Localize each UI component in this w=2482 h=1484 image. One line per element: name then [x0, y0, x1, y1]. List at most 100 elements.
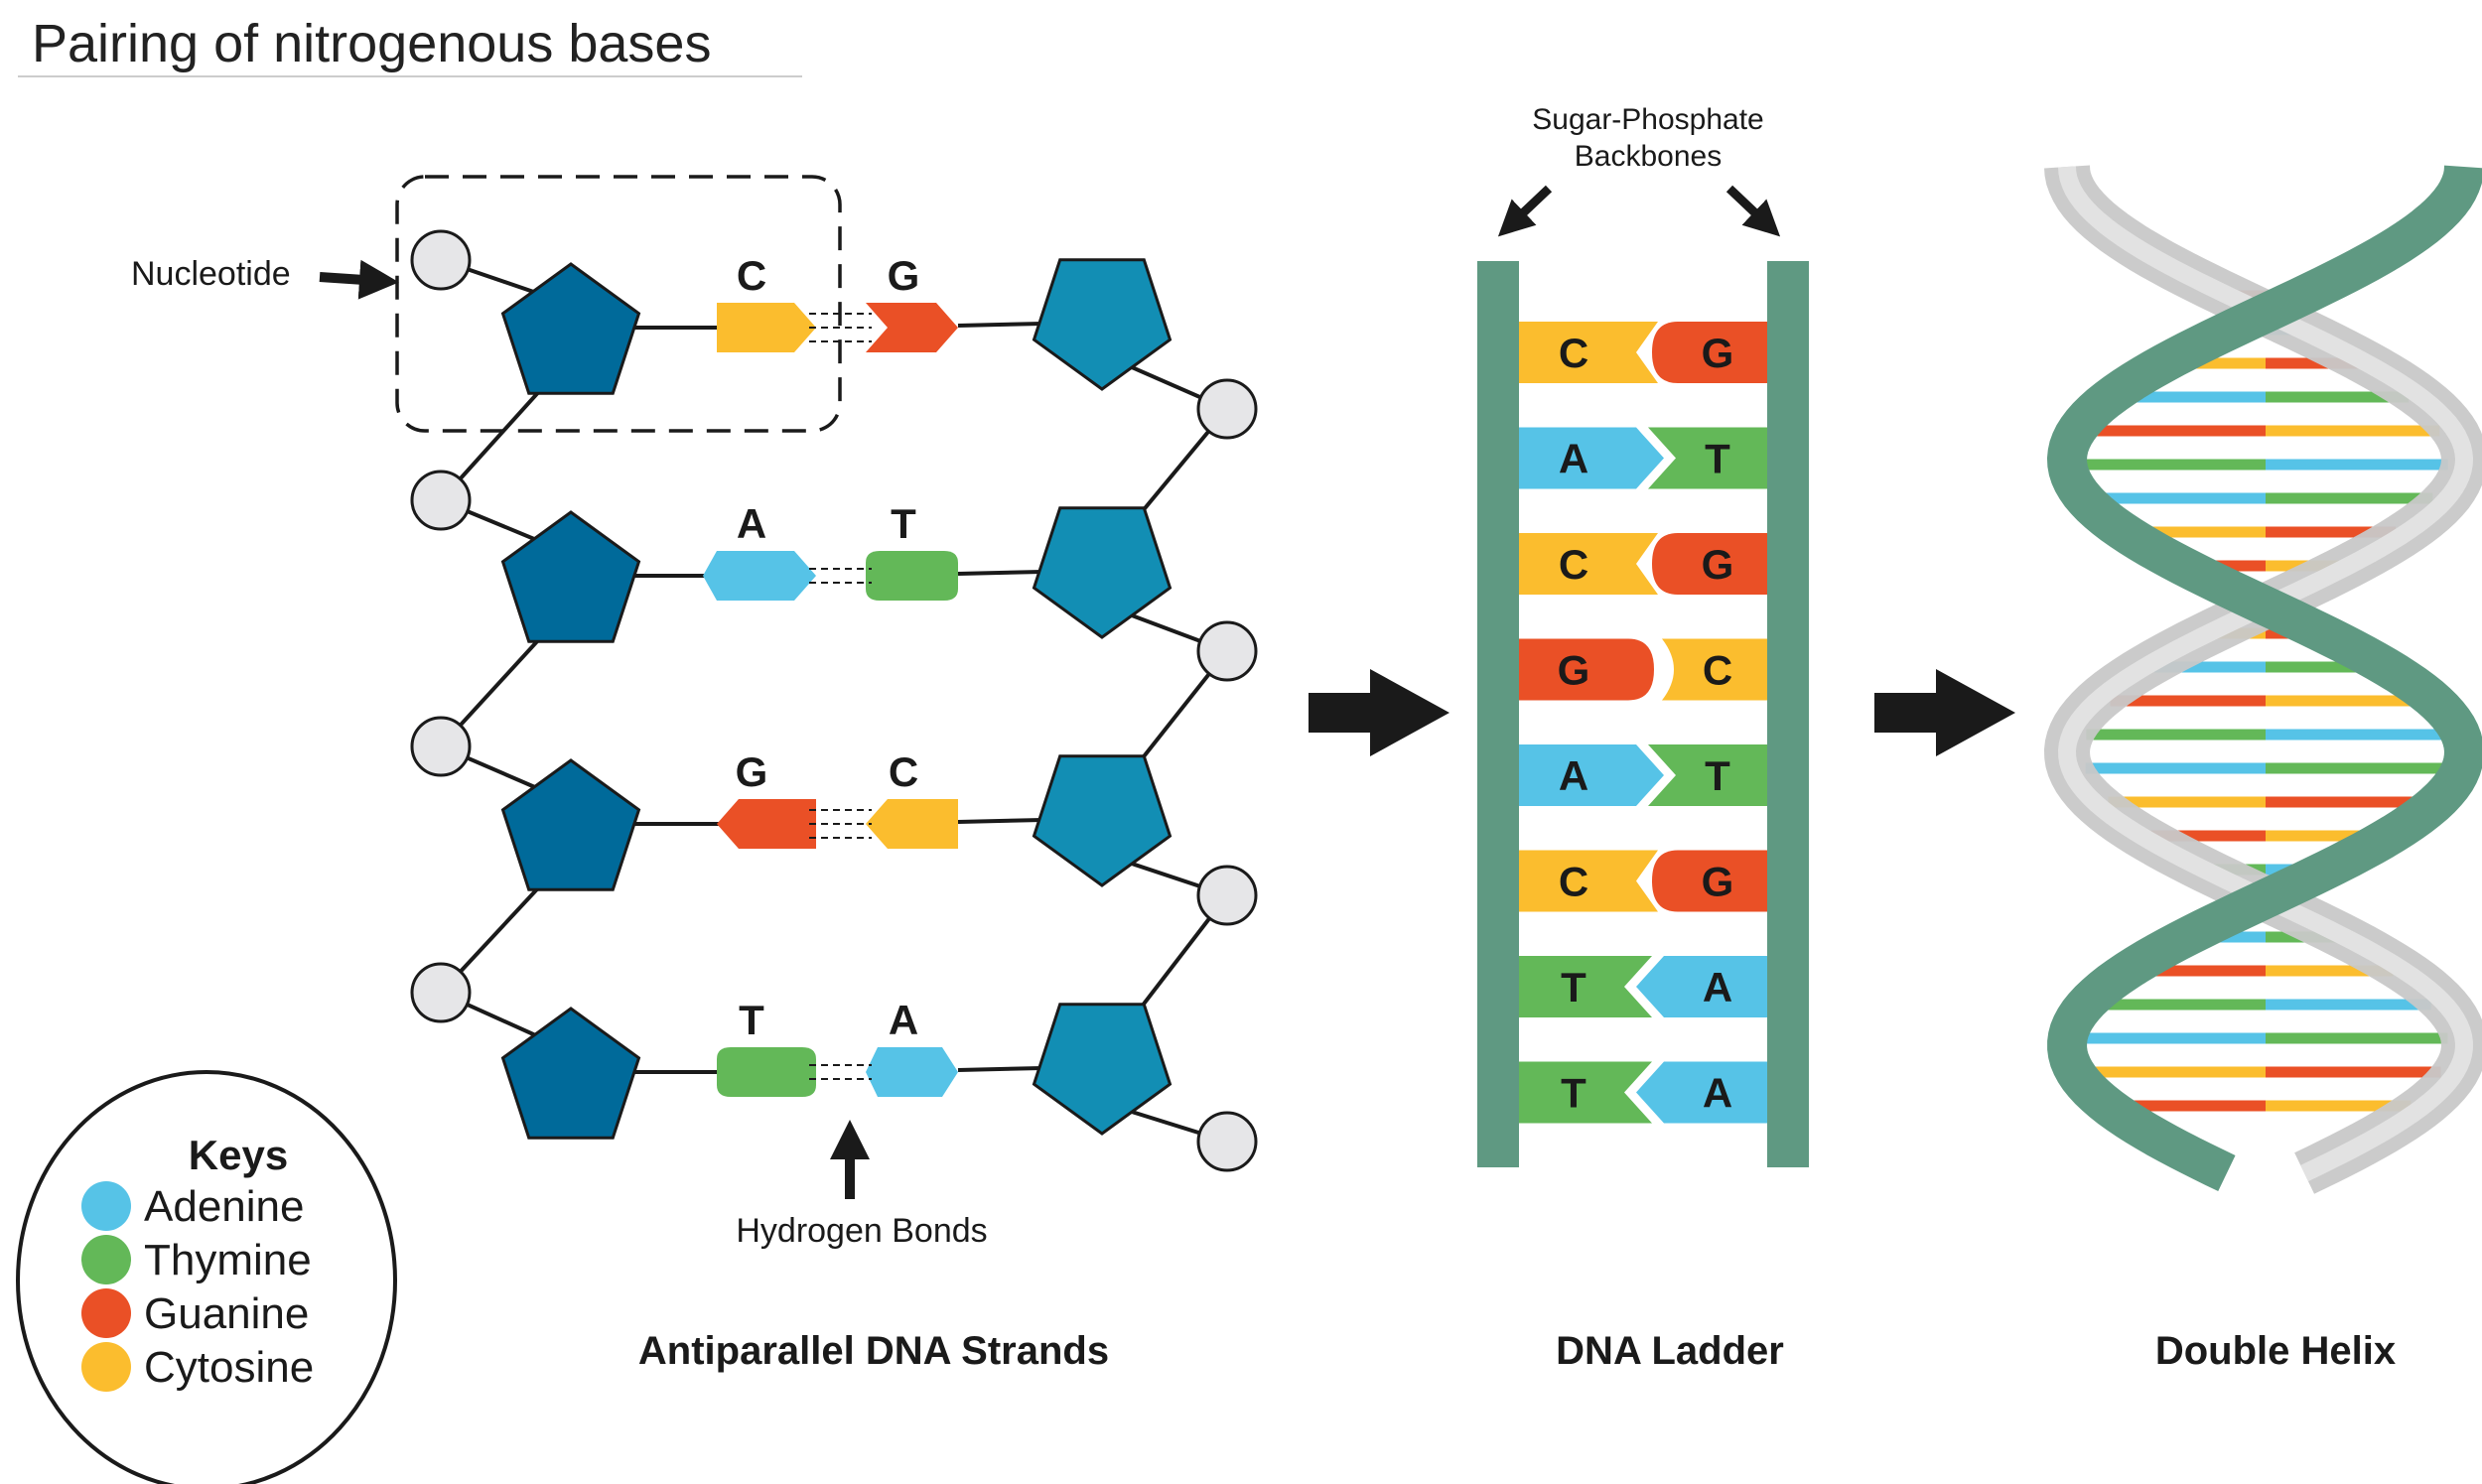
ladder-base-thymine — [1519, 956, 1652, 1017]
ladder-letter: A — [1559, 436, 1588, 482]
caption-strands: Antiparallel DNA Strands — [638, 1329, 1109, 1373]
ladder-backbone-left — [1477, 261, 1519, 1167]
ladder-letter: G — [1702, 330, 1734, 376]
ladder-letter: T — [1705, 752, 1730, 799]
sugar-pentagon — [1032, 258, 1172, 391]
phosphate-circle — [1196, 620, 1258, 682]
sugar-pentagon — [1032, 506, 1172, 639]
ladder-base-thymine — [1648, 427, 1767, 489]
nucleotide-box — [395, 175, 842, 433]
sugar-pentagon — [500, 758, 641, 891]
ladder-letter: A — [1703, 1070, 1732, 1117]
key-label-adenine: Adenine — [144, 1182, 304, 1231]
key-label-guanine: Guanine — [144, 1289, 309, 1338]
base-guanine — [866, 303, 958, 352]
key-swatch-guanine — [81, 1288, 131, 1338]
hydrogen-bonds-label: Hydrogen Bonds — [736, 1212, 987, 1250]
sugar-base-link — [957, 322, 1043, 328]
antiparallel-strands: C G A T G C T A — [410, 229, 1258, 1172]
double-helix — [2043, 165, 2482, 1194]
base-letter: A — [889, 997, 918, 1043]
sugar-base-link — [957, 1066, 1043, 1072]
ladder-letter: C — [1559, 859, 1588, 905]
key-swatch-cytosine — [81, 1342, 131, 1392]
helix-strand-green — [2046, 165, 2482, 1192]
base-thymine — [717, 1047, 816, 1097]
ladder-base-guanine — [1652, 850, 1767, 912]
backbone-arrow-right — [1725, 185, 1781, 237]
ladder-base-adenine — [1636, 1061, 1767, 1124]
base-letter: C — [737, 252, 766, 299]
nucleotide-arrow — [319, 259, 399, 300]
page-title: Pairing of nitrogenous bases — [32, 14, 711, 73]
base-letter: G — [888, 252, 920, 299]
arrow-to-helix — [1874, 669, 2015, 756]
key-label-thymine: Thymine — [144, 1236, 312, 1284]
ladder-letter: C — [1559, 330, 1588, 376]
phosphate-circle — [410, 716, 472, 777]
key-swatch-adenine — [81, 1181, 131, 1231]
backbone-arrow-left — [1497, 185, 1553, 237]
ladder-letter: A — [1559, 752, 1588, 799]
arrow-to-ladder — [1309, 669, 1449, 756]
base-letter: C — [889, 748, 918, 795]
ladder-base-adenine — [1519, 427, 1664, 489]
sugar-pentagon — [1032, 1003, 1172, 1136]
keys-title: Keys — [189, 1132, 288, 1178]
ladder-base-adenine — [1636, 956, 1767, 1017]
helix-strand-gray-highlight — [2057, 166, 2474, 1182]
ladder-base-cytosine — [1519, 322, 1658, 383]
phosphate-circle — [1196, 1111, 1258, 1172]
sugar-base-link — [957, 818, 1043, 824]
ladder-backbone-right — [1767, 261, 1809, 1167]
ladder-letter: C — [1559, 541, 1588, 588]
base-adenine — [703, 551, 816, 601]
phosphate-circle — [1196, 378, 1258, 440]
phosphate-circle — [410, 470, 472, 531]
key-label-cytosine: Cytosine — [144, 1343, 314, 1392]
ladder-base-guanine — [1519, 638, 1654, 701]
ladder-letter: A — [1703, 964, 1732, 1011]
sugar-pentagon — [500, 262, 641, 395]
ladder-letter: T — [1561, 964, 1586, 1011]
ladder-letter: T — [1705, 436, 1730, 482]
ladder-base-thymine — [1519, 1061, 1652, 1124]
ladder-base-guanine — [1652, 322, 1767, 383]
phosphate-circle — [410, 962, 472, 1023]
base-letter: T — [891, 500, 916, 547]
ladder-base-thymine — [1648, 744, 1767, 806]
base-guanine — [717, 799, 816, 849]
sugar-pentagon — [500, 1007, 641, 1140]
ladder-base-adenine — [1519, 744, 1664, 806]
ladder-letter: G — [1702, 859, 1734, 905]
sugar-pentagon — [500, 510, 641, 643]
base-letter: A — [737, 500, 766, 547]
base-adenine — [866, 1047, 958, 1097]
key-swatch-thymine — [81, 1235, 131, 1284]
base-letter: G — [736, 748, 768, 795]
ladder-base-cytosine — [1519, 533, 1658, 595]
dna-ladder: C G A T C G G C A T C G T A T A — [1477, 261, 1809, 1167]
phosphate-circle — [1196, 865, 1258, 926]
nucleotide-label: Nucleotide — [131, 255, 291, 293]
backbone-label-line1: Sugar-Phosphate — [1532, 103, 1764, 136]
ladder-base-guanine — [1652, 533, 1767, 595]
base-letter: T — [739, 997, 764, 1043]
base-cytosine — [717, 303, 816, 352]
caption-helix: Double Helix — [2155, 1329, 2396, 1373]
ladder-letter: T — [1561, 1070, 1586, 1117]
backbone-label-line2: Backbones — [1575, 140, 1722, 173]
ladder-letter: G — [1558, 647, 1590, 694]
base-cytosine — [866, 799, 958, 849]
ladder-base-cytosine — [1519, 850, 1658, 912]
ladder-letter: C — [1703, 647, 1732, 694]
ladder-base-cytosine — [1662, 638, 1767, 701]
phosphate-circle — [410, 229, 472, 291]
caption-ladder: DNA Ladder — [1556, 1329, 1784, 1373]
sugar-pentagon — [1032, 754, 1172, 887]
sugar-base-link — [957, 570, 1043, 576]
base-thymine — [866, 551, 958, 601]
ladder-letter: G — [1702, 541, 1734, 588]
